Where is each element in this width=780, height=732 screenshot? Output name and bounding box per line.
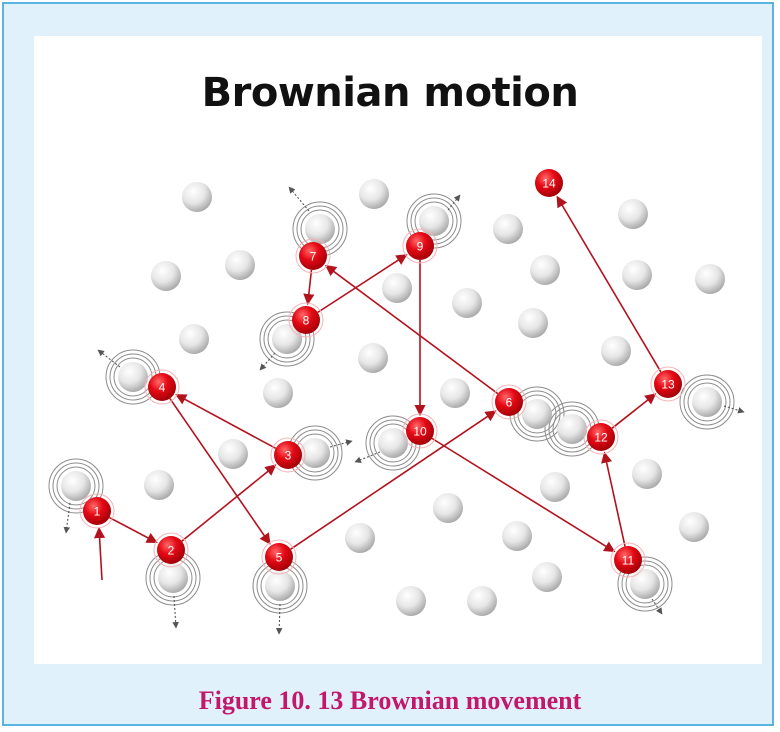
molecule [540, 472, 570, 502]
molecule [601, 336, 631, 366]
particle-label: 1 [94, 505, 101, 519]
particle-label: 13 [661, 378, 675, 392]
path-arrow [612, 394, 655, 428]
molecule [419, 206, 449, 236]
particle: 8 [289, 303, 323, 337]
molecule [452, 288, 482, 318]
molecule [557, 414, 587, 444]
particle: 14 [535, 169, 563, 197]
molecule [518, 308, 548, 338]
particle-label: 2 [168, 544, 175, 558]
molecule [359, 179, 389, 209]
molecule [522, 399, 552, 429]
particle-label: 10 [413, 425, 427, 439]
molecule-motion-arrow [289, 187, 309, 211]
molecule [179, 324, 209, 354]
molecule [532, 562, 562, 592]
particle-label: 14 [542, 177, 556, 191]
molecule [345, 523, 375, 553]
molecule [118, 362, 148, 392]
molecule [433, 493, 463, 523]
molecule [358, 343, 388, 373]
molecule [151, 261, 181, 291]
molecule [382, 273, 412, 303]
path-arrow [308, 270, 312, 304]
molecule [622, 260, 652, 290]
particle: 5 [262, 540, 296, 574]
particle-label: 9 [417, 240, 424, 254]
path-arrow [109, 518, 156, 543]
molecule [632, 459, 662, 489]
molecule [144, 470, 174, 500]
molecule [630, 569, 660, 599]
molecule-motion-arrow [448, 195, 460, 210]
molecule [263, 378, 293, 408]
path-arrow [176, 395, 276, 449]
particle-path [99, 197, 661, 580]
particle: 12 [584, 420, 618, 454]
molecule [679, 512, 709, 542]
molecule [493, 214, 523, 244]
molecule [467, 586, 497, 616]
particle: 9 [403, 229, 437, 263]
particle: 6 [492, 385, 526, 419]
path-arrow [99, 528, 102, 580]
molecule [618, 199, 648, 229]
path-arrow [604, 453, 625, 547]
molecule [182, 182, 212, 212]
particle-label: 12 [594, 431, 608, 445]
molecule [502, 521, 532, 551]
path-arrow [326, 266, 498, 394]
molecule [225, 250, 255, 280]
particle: 3 [271, 438, 305, 472]
molecule [396, 586, 426, 616]
particle-label: 4 [159, 381, 166, 395]
particle-label: 5 [276, 551, 283, 565]
particle-label: 6 [506, 396, 513, 410]
particle: 11 [611, 543, 645, 577]
molecule [530, 255, 560, 285]
molecule [692, 387, 722, 417]
particle: 1 [80, 494, 114, 528]
particle: 2 [154, 533, 188, 567]
molecule [695, 264, 725, 294]
path-arrow [170, 399, 270, 544]
molecule [440, 378, 470, 408]
molecule [61, 471, 91, 501]
particle-label: 8 [303, 314, 310, 328]
particle-label: 7 [310, 250, 317, 264]
particle-label: 11 [622, 554, 635, 568]
diagram-title: Brownian motion [0, 70, 780, 116]
particle: 7 [296, 239, 330, 273]
molecule [218, 439, 248, 469]
particle: 4 [145, 370, 179, 404]
particle: 10 [403, 414, 437, 448]
molecule [158, 563, 188, 593]
particle: 13 [651, 367, 685, 401]
molecule-motion-arrow [355, 452, 380, 462]
particle-label: 3 [285, 449, 292, 463]
figure-caption: Figure 10. 13 Brownian movement [0, 686, 780, 716]
molecule [265, 571, 295, 601]
path-arrow [182, 465, 276, 541]
